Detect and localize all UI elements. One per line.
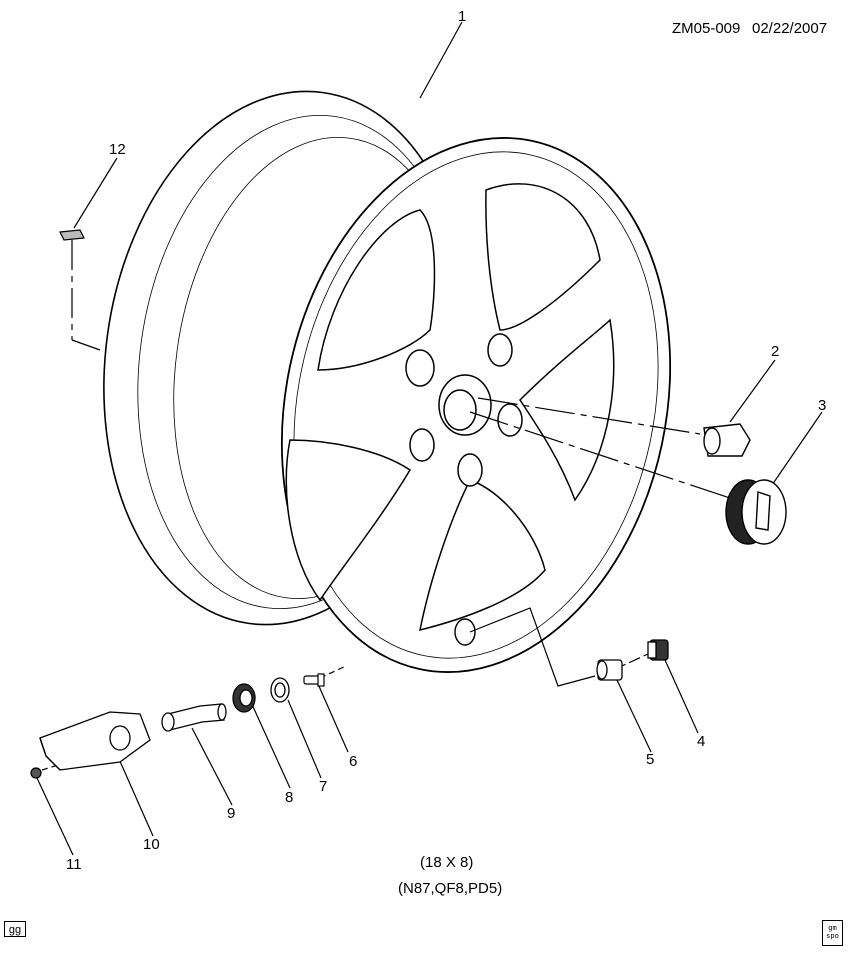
part-label-5: 5 — [646, 751, 654, 768]
valve-cap — [647, 639, 669, 661]
part-label-6: 6 — [349, 753, 357, 770]
wheel-hub — [405, 333, 523, 487]
center-cap — [725, 479, 787, 545]
part-label-12: 12 — [109, 141, 126, 158]
gm-logo-bottom: spo — [826, 932, 839, 940]
gm-spo-logo: gm spo — [822, 920, 843, 946]
part-label-8: 8 — [285, 789, 293, 806]
wheel-size-caption: (18 X 8) — [420, 854, 473, 871]
leader-lines — [36, 21, 823, 856]
valve-nut — [596, 659, 623, 681]
part-label-4: 4 — [697, 733, 705, 750]
diagram-date: 02/22/2007 — [752, 20, 827, 37]
part-label-11: 11 — [66, 856, 82, 873]
part-label-9: 9 — [227, 805, 235, 822]
option-codes-caption: (N87,QF8,PD5) — [398, 880, 502, 897]
diagram-id: ZM05-009 — [672, 20, 740, 37]
part-label-10: 10 — [143, 836, 160, 853]
part-label-2: 2 — [771, 343, 779, 360]
sensor-screw — [30, 767, 42, 779]
stamp-box: gg — [4, 921, 26, 937]
lug-nut — [703, 423, 751, 457]
valve-hole — [454, 618, 476, 646]
washer — [270, 677, 290, 703]
valve-stem — [161, 703, 227, 732]
grommet — [232, 683, 256, 713]
gm-logo-top: gm — [828, 924, 837, 932]
spoke-windows — [285, 183, 615, 632]
balance-weight — [59, 229, 85, 241]
valve-core — [303, 673, 325, 687]
part-label-7: 7 — [319, 778, 327, 795]
part-label-1: 1 — [458, 8, 466, 25]
tpms-sensor — [39, 711, 151, 771]
part-label-3: 3 — [818, 397, 826, 414]
